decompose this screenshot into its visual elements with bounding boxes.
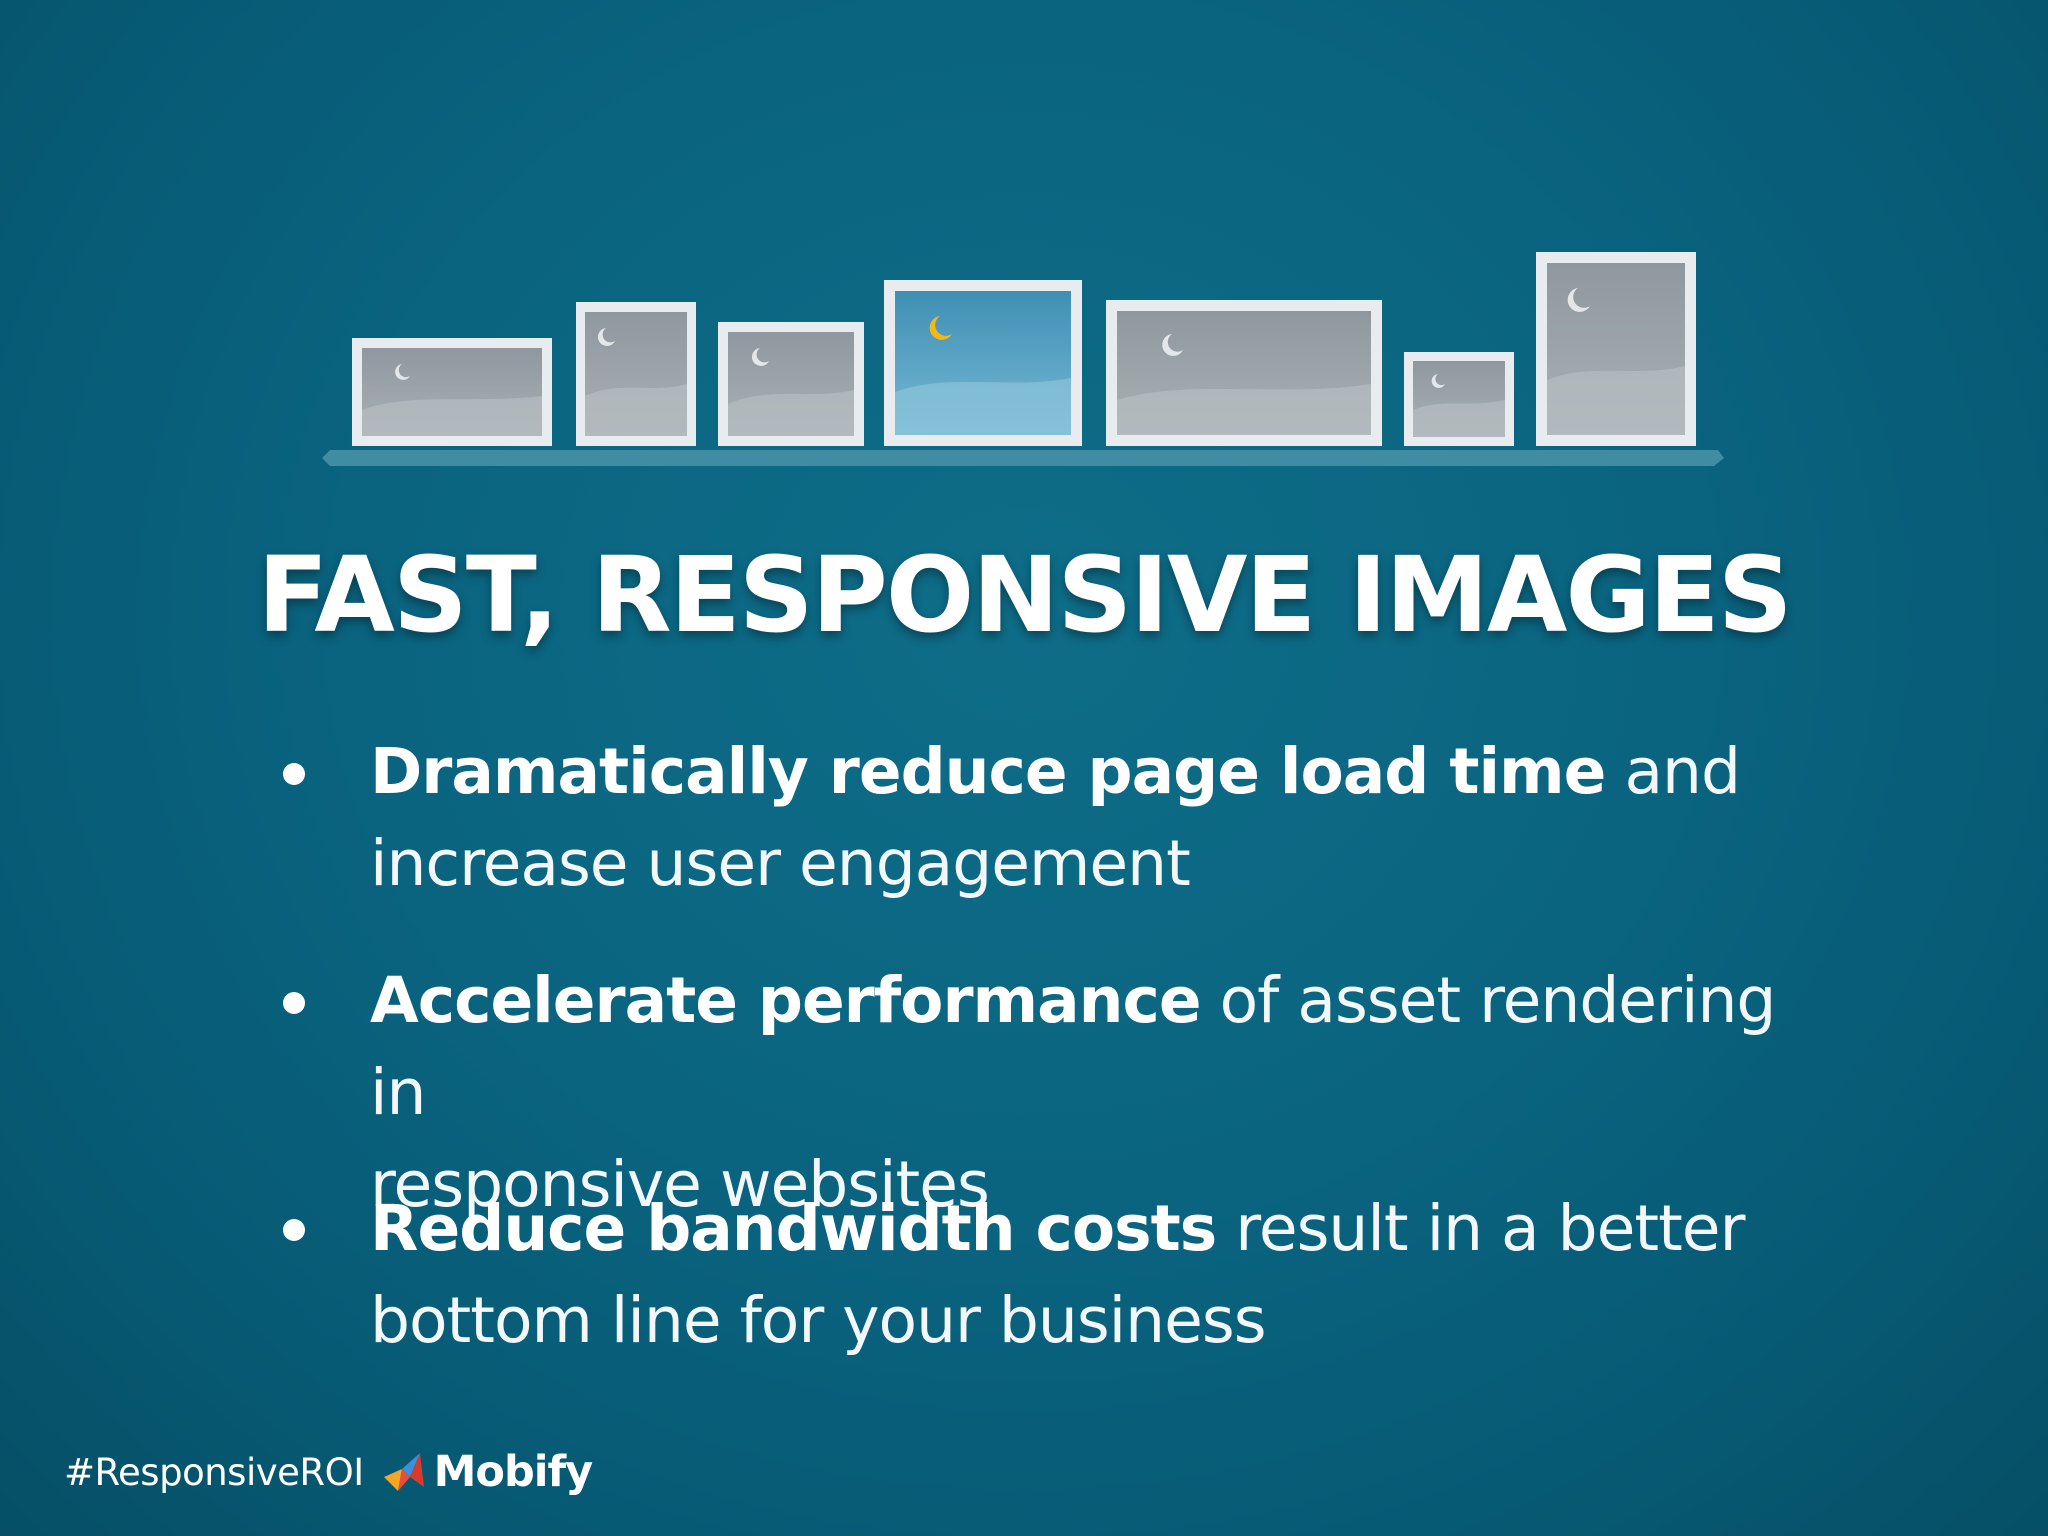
device-frame-4	[884, 280, 1082, 446]
bullet-text-line2: bottom line for your business	[370, 1284, 1267, 1357]
bullet-text: of asset rendering in	[370, 964, 1776, 1129]
footer: #ResponsiveROI Mobify	[64, 1440, 594, 1504]
bullet-item: Accelerate performance of asset renderin…	[370, 955, 1790, 1231]
bullet-bold-text: Dramatically reduce page load time	[370, 735, 1606, 808]
bullet-dot	[283, 763, 305, 785]
moon-icon	[751, 348, 769, 366]
bullet-text-line2: responsive websites	[370, 1148, 990, 1221]
device-frame-2	[576, 302, 696, 446]
moon-icon	[1567, 288, 1590, 312]
bullet-item: Dramatically reduce page load time and i…	[370, 726, 1790, 910]
hashtag: #ResponsiveROI	[64, 1450, 364, 1494]
device-shelf-illustration	[322, 252, 1724, 466]
moon-icon	[597, 328, 615, 346]
bullet-text: result in a better	[1216, 1192, 1745, 1265]
slide-title: FAST, RESPONSIVE IMAGES	[257, 534, 1792, 656]
moon-icon	[929, 316, 952, 340]
device-frame-6	[1404, 352, 1514, 446]
bullet-bold-text: Reduce bandwidth costs	[370, 1192, 1217, 1265]
moon-icon	[1431, 374, 1445, 388]
bullet-dot	[283, 992, 305, 1014]
device-frame-1	[352, 338, 552, 446]
mobify-logo-icon	[383, 1453, 424, 1491]
shelf	[322, 450, 1724, 466]
device-frame-3	[718, 322, 864, 446]
moon-icon	[395, 364, 410, 380]
device-frame-5	[1106, 300, 1382, 446]
bullet-text-line2: increase user engagement	[370, 827, 1191, 900]
moon-icon	[1162, 334, 1183, 356]
bullet-dot	[283, 1219, 305, 1241]
bullet-item: Reduce bandwidth costs result in a bette…	[370, 1183, 1790, 1367]
brand-name: Mobify	[433, 1447, 594, 1497]
device-frame-7	[1536, 252, 1696, 446]
bullet-text: and	[1605, 735, 1741, 808]
bullet-bold-text: Accelerate performance	[370, 964, 1202, 1037]
